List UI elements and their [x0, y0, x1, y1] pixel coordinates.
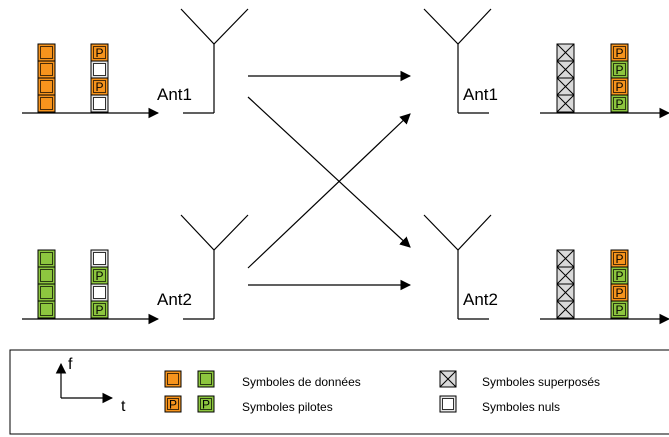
- tx1-data-symbol-column: [37, 43, 56, 113]
- green-symbol: [37, 300, 56, 319]
- tx1-antenna-label: Ant1: [157, 85, 192, 104]
- orange-symbol: [37, 94, 56, 113]
- P-green-symbol: P: [610, 60, 629, 79]
- pilot-letter: P: [615, 303, 623, 317]
- green-symbol: [37, 283, 56, 302]
- tx1-antenna-icon: [180, 8, 249, 114]
- P-green-symbol: P: [610, 300, 629, 319]
- P-green-symbol: P: [90, 300, 109, 319]
- legend-f-label: f: [68, 356, 73, 373]
- null-symbol: [90, 60, 109, 79]
- superposed-symbol: [556, 60, 575, 79]
- rx1-antenna-icon: [423, 8, 492, 114]
- P-orange-symbol: P: [610, 77, 629, 96]
- pilot-letter: P: [615, 286, 623, 300]
- legend-superposed-symbols-text: Symboles superposés: [482, 375, 601, 389]
- orange-symbol: [37, 77, 56, 96]
- superposed-symbol: [556, 77, 575, 96]
- superposed-symbol: [556, 94, 575, 113]
- P-orange-symbol: P: [90, 77, 109, 96]
- P-green-symbol: P: [610, 94, 629, 113]
- orange-symbol: [37, 43, 56, 62]
- tx2-antenna-label: Ant2: [157, 290, 192, 309]
- pilot-letter: P: [615, 63, 623, 77]
- pilot-letter: P: [615, 269, 623, 283]
- P-green-symbol: P: [197, 395, 215, 413]
- rx1-antenna-label: Ant1: [463, 85, 498, 104]
- P-green-symbol: P: [610, 266, 629, 285]
- null-symbol: [90, 283, 109, 302]
- legend-pilot-symbols-text: Symboles pilotes: [242, 400, 333, 414]
- pilot-letter: P: [95, 269, 103, 283]
- superposed-symbol: [556, 266, 575, 285]
- P-orange-symbol: P: [90, 43, 109, 62]
- superposed-symbol: [556, 249, 575, 268]
- null-symbol: [90, 249, 109, 268]
- green-symbol: [37, 266, 56, 285]
- tx2-pilot-symbol-column: PP: [90, 249, 109, 319]
- null-symbol: [90, 94, 109, 113]
- P-orange-symbol: P: [610, 43, 629, 62]
- legend-null-symbols-text: Symboles nuls: [482, 400, 561, 414]
- legend-box: [9, 349, 669, 435]
- pilot-letter: P: [95, 80, 103, 94]
- P-orange-symbol: P: [610, 283, 629, 302]
- superposed-symbol: [556, 283, 575, 302]
- pilot-letter: P: [615, 46, 623, 60]
- rx2-antenna-label: Ant2: [463, 290, 498, 309]
- tx2-data-symbol-column: [37, 249, 56, 319]
- rx2-superposed-symbol-column: [556, 249, 575, 319]
- P-orange-symbol: P: [164, 395, 182, 413]
- null-symbol: [439, 395, 457, 413]
- superposed-symbol: [556, 300, 575, 319]
- tx2-antenna-icon: [180, 214, 249, 320]
- pilot-letter: P: [202, 398, 210, 412]
- legend-data-symbols-text: Symboles de données: [242, 375, 361, 389]
- P-orange-symbol: P: [610, 249, 629, 268]
- pilot-letter: P: [615, 80, 623, 94]
- pilot-letter: P: [95, 303, 103, 317]
- P-green-symbol: P: [90, 266, 109, 285]
- pilot-letter: P: [615, 97, 623, 111]
- pilot-letter: P: [615, 252, 623, 266]
- rx2-antenna-icon: [423, 214, 492, 320]
- superposed-symbol: [439, 370, 457, 388]
- rx1-superposed-symbol-column: [556, 43, 575, 113]
- green-symbol: [37, 249, 56, 268]
- legend-t-label: t: [121, 398, 126, 415]
- green-symbol: [197, 370, 215, 388]
- orange-symbol: [37, 60, 56, 79]
- tx1-pilot-symbol-column: PP: [90, 43, 109, 113]
- channel-arrow-2-to-1: [247, 113, 411, 269]
- pilot-letter: P: [169, 398, 177, 412]
- superposed-symbol: [556, 43, 575, 62]
- channel-arrow-1-to-2: [247, 96, 411, 248]
- pilot-letter: P: [95, 46, 103, 60]
- orange-symbol: [164, 370, 182, 388]
